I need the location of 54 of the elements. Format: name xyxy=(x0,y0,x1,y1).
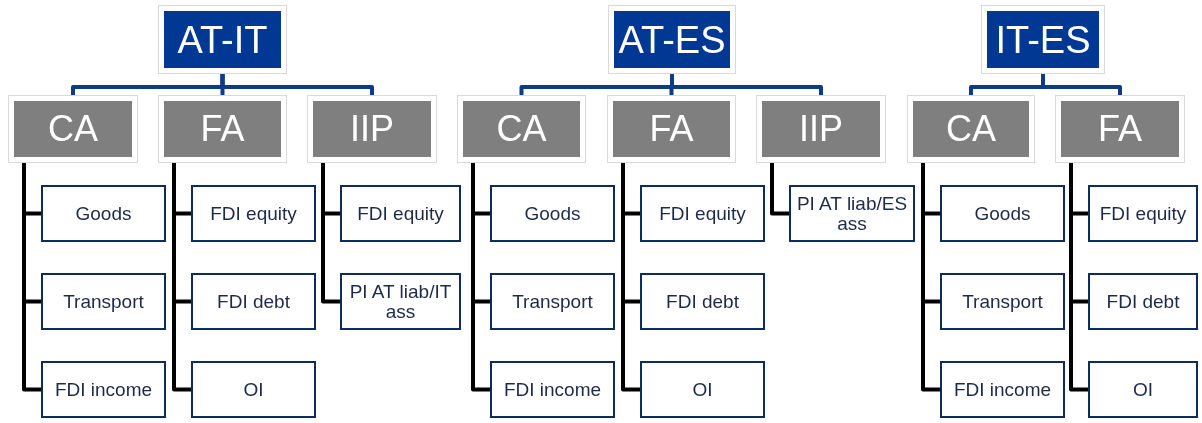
category-box xyxy=(307,95,437,163)
item-box: OI xyxy=(191,361,316,418)
node-title: AT-IT xyxy=(164,11,281,68)
connector-line xyxy=(471,163,490,392)
node-title: CA xyxy=(14,101,132,157)
item-box: FDI debt xyxy=(640,273,765,330)
item-box: FDI debt xyxy=(1088,273,1198,330)
item-box: Transport xyxy=(41,273,166,330)
connector-line xyxy=(921,163,940,392)
node-title: FA xyxy=(164,101,281,157)
item-box: Transport xyxy=(940,273,1065,330)
connector-line xyxy=(1041,74,1122,95)
pair-title-box xyxy=(981,5,1105,74)
node-title: IT-ES xyxy=(987,11,1099,68)
item-box: PI AT liab/ES ass xyxy=(789,185,915,242)
category-box xyxy=(756,95,886,163)
connector-line xyxy=(1069,163,1088,392)
node-title: FA xyxy=(613,101,730,157)
category-box xyxy=(607,95,736,163)
item-box: FDI equity xyxy=(1088,185,1198,242)
node-title: IIP xyxy=(313,101,431,157)
item-box: FDI income xyxy=(41,361,166,418)
node-title: CA xyxy=(463,101,580,157)
category-box xyxy=(8,95,138,163)
category-box xyxy=(158,95,287,163)
connector-line xyxy=(621,163,640,392)
connector-line xyxy=(770,163,789,216)
item-box: FDI debt xyxy=(191,273,316,330)
item-box: FDI income xyxy=(940,361,1065,418)
item-box: OI xyxy=(640,361,765,418)
item-box: Goods xyxy=(41,185,166,242)
connector-line xyxy=(172,163,191,392)
item-box: Transport xyxy=(490,273,615,330)
item-box: Goods xyxy=(940,185,1065,242)
item-box: FDI equity xyxy=(340,185,461,242)
connector-line xyxy=(321,163,340,304)
item-box: OI xyxy=(1088,361,1198,418)
category-box xyxy=(457,95,586,163)
item-box: Goods xyxy=(490,185,615,242)
item-box: PI AT liab/IT ass xyxy=(340,273,461,330)
pair-title-box xyxy=(608,5,736,74)
category-box xyxy=(1055,95,1185,163)
item-box: FDI income xyxy=(490,361,615,418)
connector-line xyxy=(22,163,41,392)
category-box xyxy=(907,95,1035,163)
connector-line xyxy=(220,74,374,95)
node-title: AT-ES xyxy=(614,11,730,68)
item-box: FDI equity xyxy=(191,185,316,242)
node-title: CA xyxy=(913,101,1029,157)
node-title: IIP xyxy=(762,101,880,157)
connector-line xyxy=(670,74,823,95)
pair-title-box xyxy=(158,5,287,74)
item-box: FDI equity xyxy=(640,185,765,242)
node-title: FA xyxy=(1061,101,1179,157)
